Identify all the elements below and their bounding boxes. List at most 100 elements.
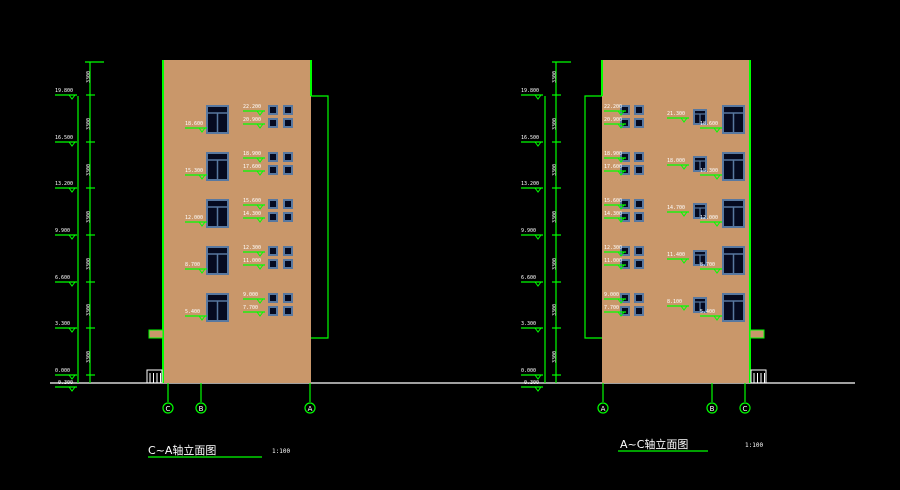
- dimension-text: 3300: [552, 163, 558, 176]
- canopy: [148, 329, 164, 339]
- level-label: 0.000: [55, 368, 71, 374]
- small-window: [634, 152, 644, 162]
- window-level-label: 14.700: [667, 205, 686, 211]
- dimension-text: 3300: [86, 210, 92, 223]
- window-level-label: 14.300: [604, 211, 623, 217]
- small-window: [268, 212, 278, 222]
- small-window: [634, 199, 644, 209]
- level-label: 6.600: [55, 275, 71, 281]
- axis-label: B: [710, 405, 715, 413]
- dimension-text: 3300: [86, 117, 92, 130]
- level-marker-icon: [256, 217, 264, 223]
- small-window: [283, 293, 293, 303]
- level-label: 0.000: [521, 368, 537, 374]
- window-level-label: 17.600: [243, 164, 262, 170]
- small-window: [283, 118, 293, 128]
- small-window: [620, 246, 630, 256]
- sill-level-label: 12.000: [700, 215, 719, 221]
- left-elevation-scale: 1:100: [272, 448, 291, 455]
- window-level-label: 11.400: [667, 252, 686, 258]
- level-label: 16.500: [521, 135, 540, 141]
- level-marker-icon: [68, 281, 76, 287]
- canopy: [749, 329, 765, 339]
- small-window: [634, 165, 644, 175]
- small-window: [283, 246, 293, 256]
- window-level-label: 20.900: [243, 117, 262, 123]
- level-marker-icon: [256, 204, 264, 210]
- level-marker-icon: [617, 157, 625, 163]
- sill-level-label: 12.000: [185, 215, 204, 221]
- axis-bubble: [739, 402, 751, 414]
- right-elevation-title: A~C轴立面图: [620, 438, 689, 451]
- small-window: [268, 293, 278, 303]
- level-marker-icon: [68, 327, 76, 333]
- level-label: 19.800: [521, 88, 540, 94]
- level-marker-icon: [534, 327, 542, 333]
- level-label: 13.200: [55, 181, 74, 187]
- small-window: [634, 306, 644, 316]
- small-window: [283, 105, 293, 115]
- axis-label: C: [743, 405, 748, 413]
- level-label: 6.600: [521, 275, 537, 281]
- level-marker-icon: [198, 174, 206, 180]
- dimension-text: 3300: [86, 257, 92, 270]
- small-window: [634, 293, 644, 303]
- level-marker-icon: [256, 157, 264, 163]
- small-window: [620, 199, 630, 209]
- level-marker-icon: [256, 110, 264, 116]
- sill-level-label: 15.300: [185, 168, 204, 174]
- level-label: 13.200: [521, 181, 540, 187]
- ground-level-label: -0.300: [55, 380, 74, 386]
- level-marker-icon: [617, 298, 625, 304]
- level-label: 19.800: [55, 88, 74, 94]
- dimension-text: 3300: [552, 210, 558, 223]
- entrance-steps: [146, 369, 163, 384]
- dimension-text: 3300: [86, 163, 92, 176]
- small-window: [634, 118, 644, 128]
- dimension-text: 3300: [552, 350, 558, 363]
- dimension-text: 3300: [552, 70, 558, 83]
- window-level-label: 9.000: [243, 292, 259, 298]
- small-window: [268, 259, 278, 269]
- dimension-text: 3300: [86, 303, 92, 316]
- small-window: [634, 259, 644, 269]
- level-marker-icon: [617, 204, 625, 210]
- level-marker-icon: [534, 94, 542, 100]
- level-marker-icon: [617, 217, 625, 223]
- level-marker-icon: [680, 164, 688, 170]
- window-level-label: 8.100: [667, 299, 683, 305]
- axis-label: A: [601, 405, 606, 413]
- side-wall-outline: [311, 95, 329, 339]
- dimension-text: 3300: [552, 117, 558, 130]
- window-level-label: 18.900: [243, 151, 262, 157]
- level-marker-icon: [534, 187, 542, 193]
- level-marker-icon: [256, 123, 264, 129]
- level-marker-icon: [68, 234, 76, 240]
- window-level-label: 15.600: [604, 198, 623, 204]
- level-marker-icon: [198, 127, 206, 133]
- level-marker-icon: [617, 123, 625, 129]
- level-marker-icon: [198, 315, 206, 321]
- small-window: [634, 212, 644, 222]
- side-wall-outline: [584, 95, 602, 339]
- small-window: [268, 105, 278, 115]
- window-level-label: 20.900: [604, 117, 623, 123]
- axis-bubble: [162, 402, 174, 414]
- level-marker-icon: [617, 264, 625, 270]
- window-level-label: 12.300: [243, 245, 262, 251]
- level-marker-icon: [68, 374, 76, 380]
- level-label: 3.300: [521, 321, 537, 327]
- right-elevation-scale: 1:100: [745, 442, 764, 449]
- small-window: [620, 118, 630, 128]
- level-marker-icon: [617, 251, 625, 257]
- small-window: [283, 199, 293, 209]
- small-window: [634, 105, 644, 115]
- level-marker-icon: [680, 305, 688, 311]
- small-window: [283, 259, 293, 269]
- window-level-label: 22.200: [243, 104, 262, 110]
- small-window: [620, 306, 630, 316]
- small-window: [283, 152, 293, 162]
- sill-level-label: 5.400: [185, 309, 201, 315]
